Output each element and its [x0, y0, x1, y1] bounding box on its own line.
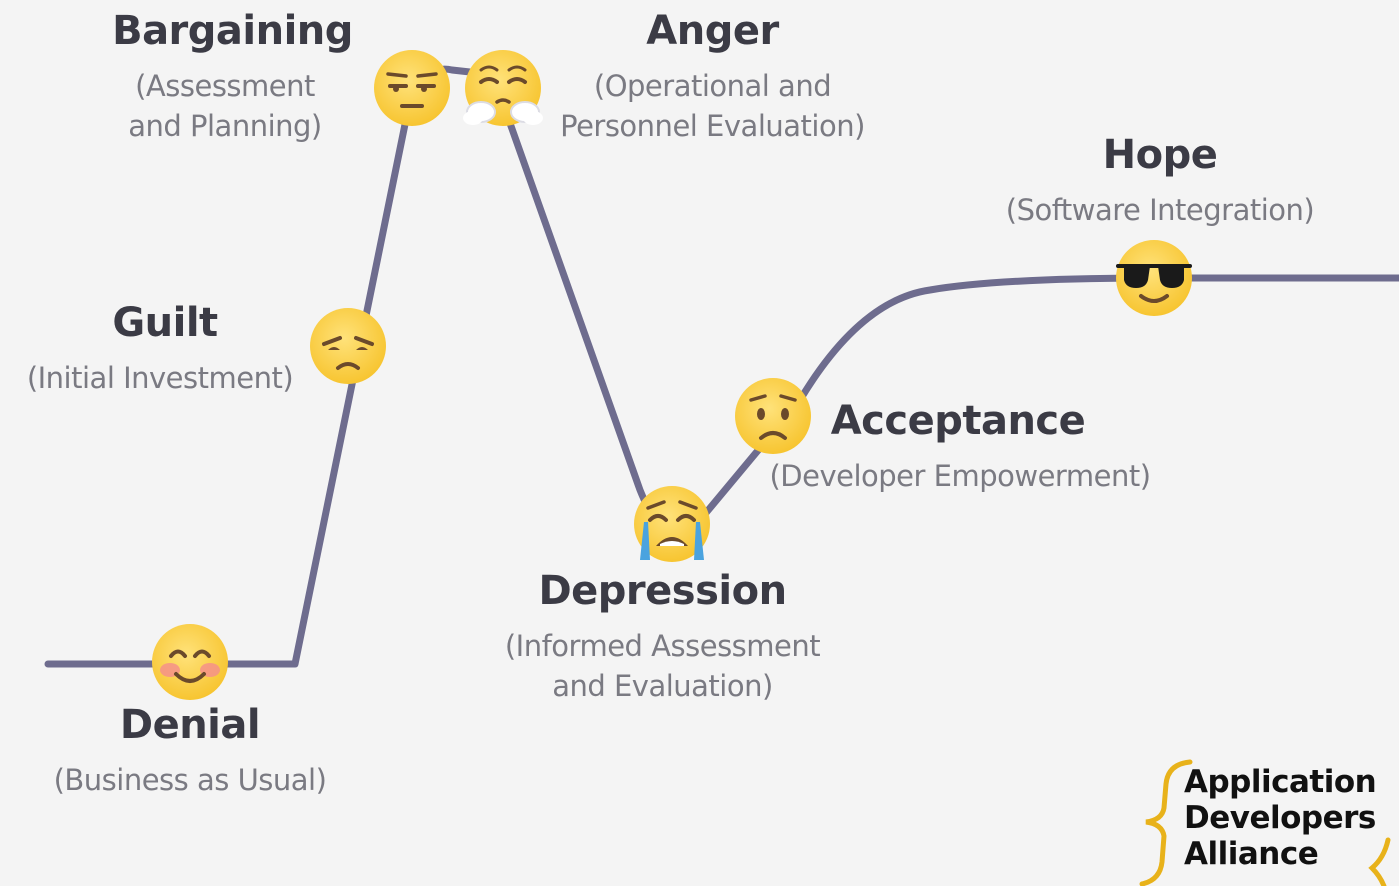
worried-face-icon	[735, 378, 811, 454]
stage-title-depression: Depression	[538, 568, 787, 614]
stage-subtitle-denial: (Business as Usual)	[53, 763, 327, 797]
crying-face-icon	[634, 486, 710, 562]
stage-subtitle-anger: (Operational and Personnel Evaluation)	[540, 66, 885, 146]
logo-right-brace-icon	[1368, 837, 1391, 886]
stage-subtitle-depression: (Informed Assessment and Evaluation)	[480, 626, 845, 706]
stage-subtitle-hope: (Software Integration)	[1005, 193, 1315, 227]
unamused-face-icon	[374, 50, 450, 126]
stage-subtitle-line: (Assessment	[135, 69, 315, 103]
sad-face-icon	[310, 308, 386, 384]
logo-line: Alliance	[1184, 836, 1319, 872]
application-developers-alliance-logo: Application Developers Alliance	[1132, 756, 1394, 884]
logo-text: Application Developers Alliance	[1184, 764, 1377, 872]
logo-left-brace-icon	[1139, 759, 1193, 886]
logo-line: Application	[1184, 764, 1377, 800]
sunglasses-face-icon	[1116, 240, 1192, 316]
stage-title-acceptance: Acceptance	[830, 398, 1086, 444]
stage-subtitle-line: (Informed Assessment	[504, 629, 821, 663]
stage-subtitle-line: Personnel Evaluation)	[560, 109, 865, 143]
stage-title-hope: Hope	[1102, 132, 1218, 178]
stage-subtitle-guilt: (Initial Investment)	[26, 361, 294, 395]
stage-title-bargaining: Bargaining	[112, 8, 353, 54]
stage-title-guilt: Guilt	[112, 300, 218, 346]
steaming-angry-face-icon	[463, 50, 543, 126]
stage-subtitle-line: and Evaluation)	[552, 669, 773, 703]
stage-subtitle-line: and Planning)	[128, 109, 322, 143]
stage-subtitle-line: (Operational and	[593, 69, 832, 103]
stage-title-anger: Anger	[646, 8, 779, 54]
stage-subtitle-acceptance: (Developer Empowerment)	[769, 459, 1151, 493]
blushing-smile-face-icon	[152, 624, 228, 700]
stage-subtitle-bargaining: (Assessment and Planning)	[100, 66, 350, 146]
stage-title-denial: Denial	[119, 702, 261, 748]
logo-line: Developers	[1184, 800, 1376, 836]
